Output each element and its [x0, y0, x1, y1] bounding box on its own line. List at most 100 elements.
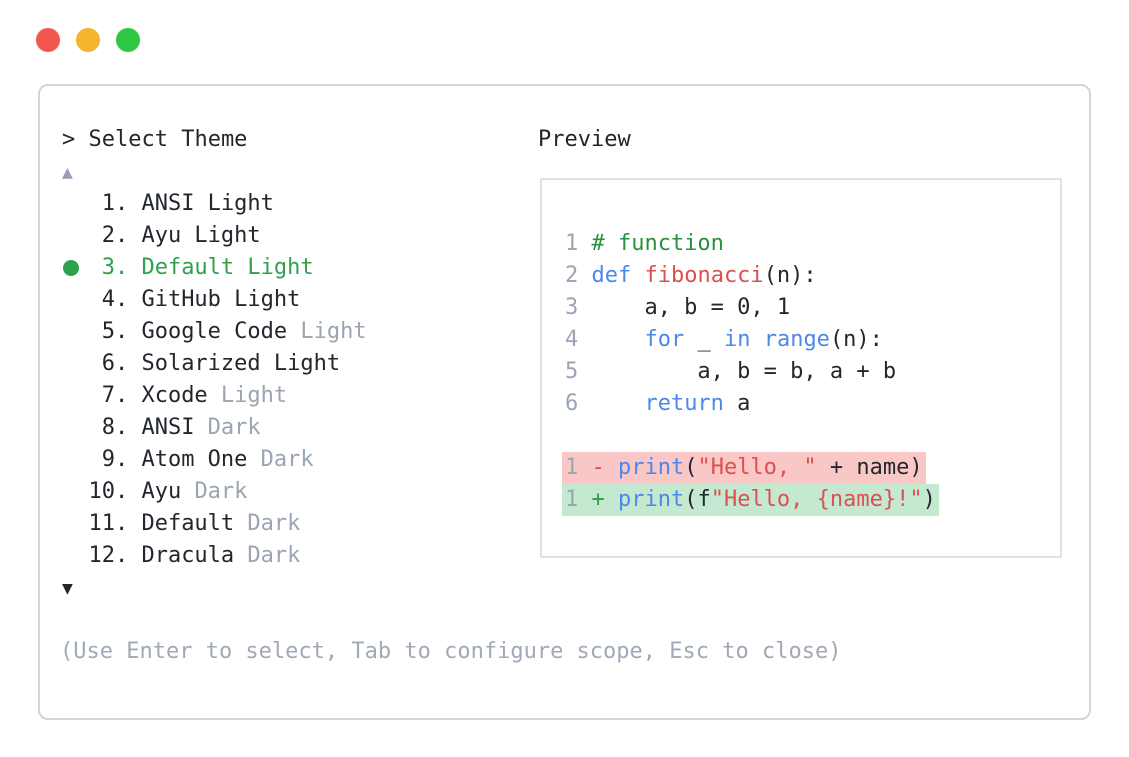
code-line: 1 # function	[565, 228, 939, 260]
code-token-plain: a, b = b, a + b	[591, 359, 897, 384]
code-token-keyword: def	[591, 263, 632, 288]
code-token-plain	[591, 327, 644, 352]
window-controls	[36, 28, 140, 52]
code-token-plain: + name)	[816, 455, 923, 480]
code-token-string: "Hello, "	[697, 455, 817, 480]
code-token-keyword: print	[617, 487, 685, 512]
theme-item-atom-one-dark[interactable]: 9. Atom One Dark	[62, 444, 367, 476]
theme-number: 4.	[101, 287, 129, 312]
code-token-keyword: for	[644, 327, 685, 352]
theme-number: 11.	[88, 511, 129, 536]
line-number: 1	[565, 487, 579, 512]
theme-name: Solarized Light	[141, 351, 341, 376]
line-number: 6	[565, 391, 579, 416]
theme-item-xcode-light[interactable]: 7. Xcode Light	[62, 380, 367, 412]
theme-item-ansi-light[interactable]: 1.ANSI Light	[62, 188, 367, 220]
code-token-function: fibonacci	[644, 263, 764, 288]
code-preview: 1 # function 2 def fibonacci (n): 3 a, b = 0,…	[562, 228, 939, 516]
theme-name: Google Code	[141, 319, 288, 344]
code-token-plain: (	[684, 455, 698, 480]
theme-number: 7.	[101, 383, 129, 408]
code-token-plain: _	[684, 327, 724, 352]
code-token-plain	[631, 263, 644, 288]
theme-name: ANSI	[141, 415, 195, 440]
theme-suffix: Light	[220, 383, 288, 408]
theme-item-default-dark[interactable]: 11. Default Dark	[62, 508, 367, 540]
theme-name: Atom One	[141, 447, 248, 472]
theme-name: Dracula	[141, 543, 235, 568]
line-number: 2	[565, 263, 579, 288]
theme-number: 3.	[101, 255, 129, 280]
theme-number: 6.	[101, 351, 129, 376]
code-token-plain: a	[723, 391, 751, 416]
theme-suffix: Dark	[194, 479, 248, 504]
preview-label: Preview	[538, 127, 631, 152]
theme-suffix: Dark	[207, 415, 261, 440]
minimize-button[interactable]	[76, 28, 100, 52]
code-token-string: "Hello, {name}!"	[710, 487, 923, 512]
code-token-plain	[750, 327, 763, 352]
theme-name: Ayu Light	[141, 223, 261, 248]
theme-name: Default Light	[141, 255, 314, 280]
theme-suffix: Dark	[247, 511, 301, 536]
theme-suffix: Light	[300, 319, 367, 344]
code-token-diff-plus: +	[591, 487, 605, 512]
line-number: 4	[565, 327, 579, 352]
theme-suffix: Dark	[260, 447, 314, 472]
code-token-keyword: range	[763, 327, 830, 352]
code-token-plain: )	[922, 487, 936, 512]
theme-item-solarized-light[interactable]: 6. Solarized Light	[62, 348, 367, 380]
close-button[interactable]	[36, 28, 60, 52]
theme-preview-pane: 1 # function 2 def fibonacci (n): 3 a, b = 0,…	[540, 178, 1062, 558]
line-number: 3	[565, 295, 579, 320]
theme-name: GitHub Light	[141, 287, 301, 312]
code-token-diff-minus: -	[591, 455, 605, 480]
code-token-plain: a, b = 0, 1	[591, 295, 791, 320]
theme-suffix: Dark	[247, 543, 301, 568]
line-number: 1	[565, 455, 579, 480]
code-token-plain	[605, 487, 618, 512]
code-token-keyword: print	[617, 455, 685, 480]
keyboard-hint: (Use Enter to select, Tab to configure s…	[60, 639, 842, 664]
theme-item-ayu-dark[interactable]: 10. Ayu Dark	[62, 476, 367, 508]
scroll-up-row: ▲	[62, 156, 367, 188]
maximize-button[interactable]	[116, 28, 140, 52]
select-theme-prompt: > Select Theme	[62, 127, 248, 152]
code-token-keyword: return	[644, 391, 724, 416]
scroll-down-icon[interactable]: ▼	[62, 578, 73, 599]
theme-item-default-light[interactable]: 3. Default Light	[62, 252, 367, 284]
code-line: 6 return a	[565, 388, 939, 420]
code-token-comment: # function	[591, 231, 724, 256]
code-line: 4 for _ in range(n):	[565, 324, 939, 356]
code-line: 3 a, b = 0, 1	[565, 292, 939, 324]
code-line	[565, 420, 939, 452]
theme-number: 10.	[88, 479, 129, 504]
scroll-down-row: ▼	[62, 572, 367, 604]
line-number: 1	[565, 231, 579, 256]
theme-name: Default	[141, 511, 235, 536]
theme-number: 12.	[88, 543, 129, 568]
code-token-plain: (n):	[829, 327, 883, 352]
code-token-plain: (f	[684, 487, 711, 512]
theme-item-ayu-light[interactable]: 2.Ayu Light	[62, 220, 367, 252]
theme-number: 1.	[101, 191, 129, 216]
theme-item-dracula-dark[interactable]: 12. Dracula Dark	[62, 540, 367, 572]
theme-name: Ayu	[141, 479, 182, 504]
code-token-plain	[591, 391, 644, 416]
theme-name: Xcode	[141, 383, 208, 408]
diff-line-added: 1 + print(f"Hello, {name}!")	[562, 484, 939, 516]
theme-item-github-light[interactable]: 4. GitHub Light	[62, 284, 367, 316]
code-line: 5 a, b = b, a + b	[565, 356, 939, 388]
code-token-plain	[605, 455, 618, 480]
theme-number: 9.	[101, 447, 129, 472]
scroll-up-icon[interactable]: ▲	[62, 162, 73, 183]
selected-indicator-dot	[63, 260, 79, 276]
diff-line-removed: 1- print("Hello, " + name)	[562, 452, 939, 484]
